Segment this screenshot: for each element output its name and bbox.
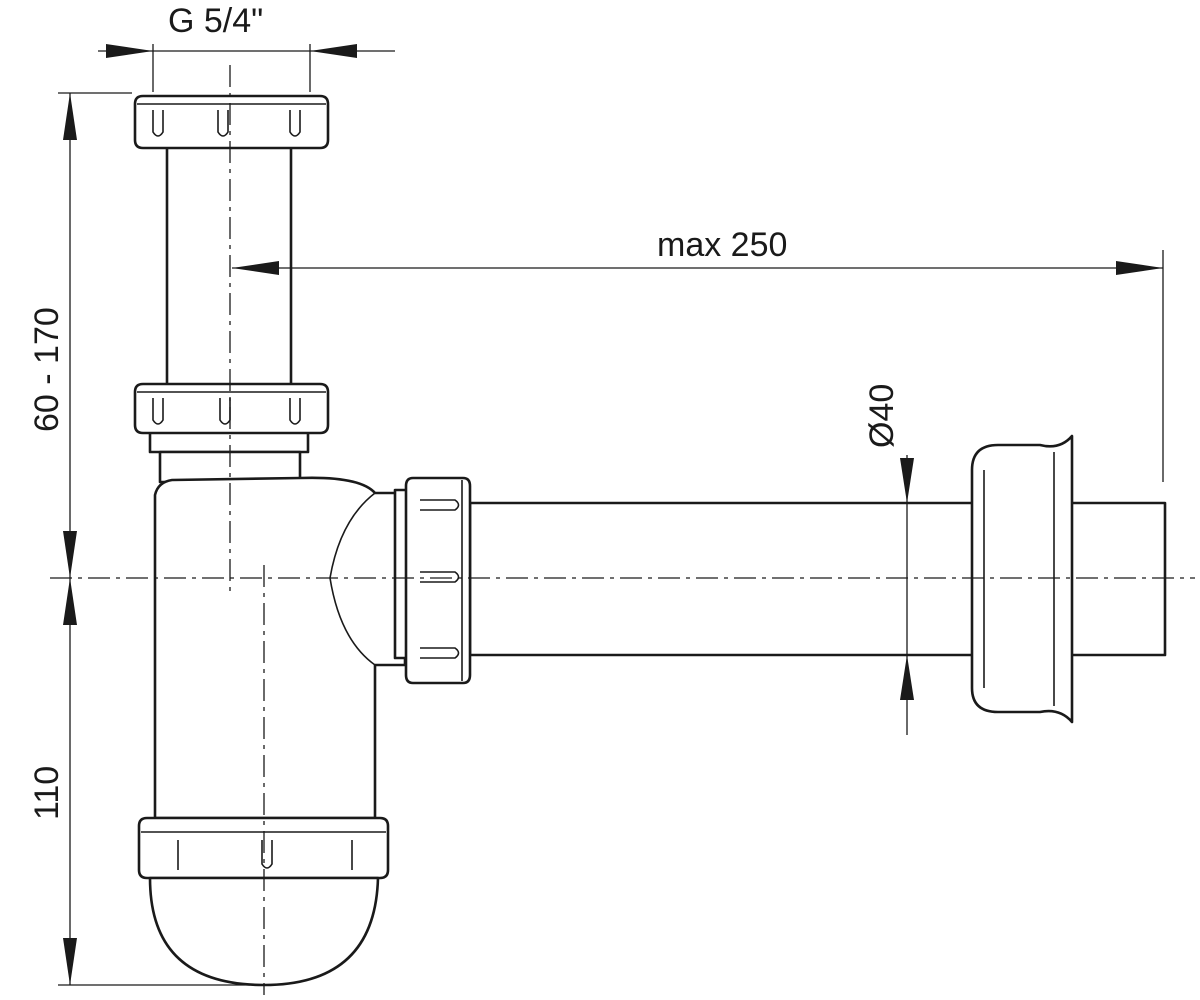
- dimension-lower-height: 110: [28, 578, 250, 986]
- middle-nut: [133, 382, 330, 454]
- bottom-cap: [148, 876, 380, 987]
- dimension-top-thread: G 5/4": [98, 2, 395, 92]
- center-lines: [50, 65, 1195, 995]
- trap-body: [153, 450, 407, 820]
- side-outlet-nut: [393, 476, 472, 685]
- wall-flange: [970, 434, 1167, 724]
- dimension-outlet-diameter: Ø40: [863, 384, 914, 735]
- thread-size-label: G 5/4": [168, 2, 263, 40]
- upper-height-label: 60 - 170: [28, 307, 66, 432]
- dimension-horizontal-length: max 250: [232, 226, 1164, 482]
- lower-height-label: 110: [28, 766, 66, 820]
- outlet-pipe: [468, 501, 982, 657]
- diameter-label: Ø40: [863, 384, 901, 448]
- dimension-upper-height: 60 - 170: [28, 92, 132, 578]
- top-nut: [133, 94, 330, 150]
- max-length-label: max 250: [657, 226, 787, 264]
